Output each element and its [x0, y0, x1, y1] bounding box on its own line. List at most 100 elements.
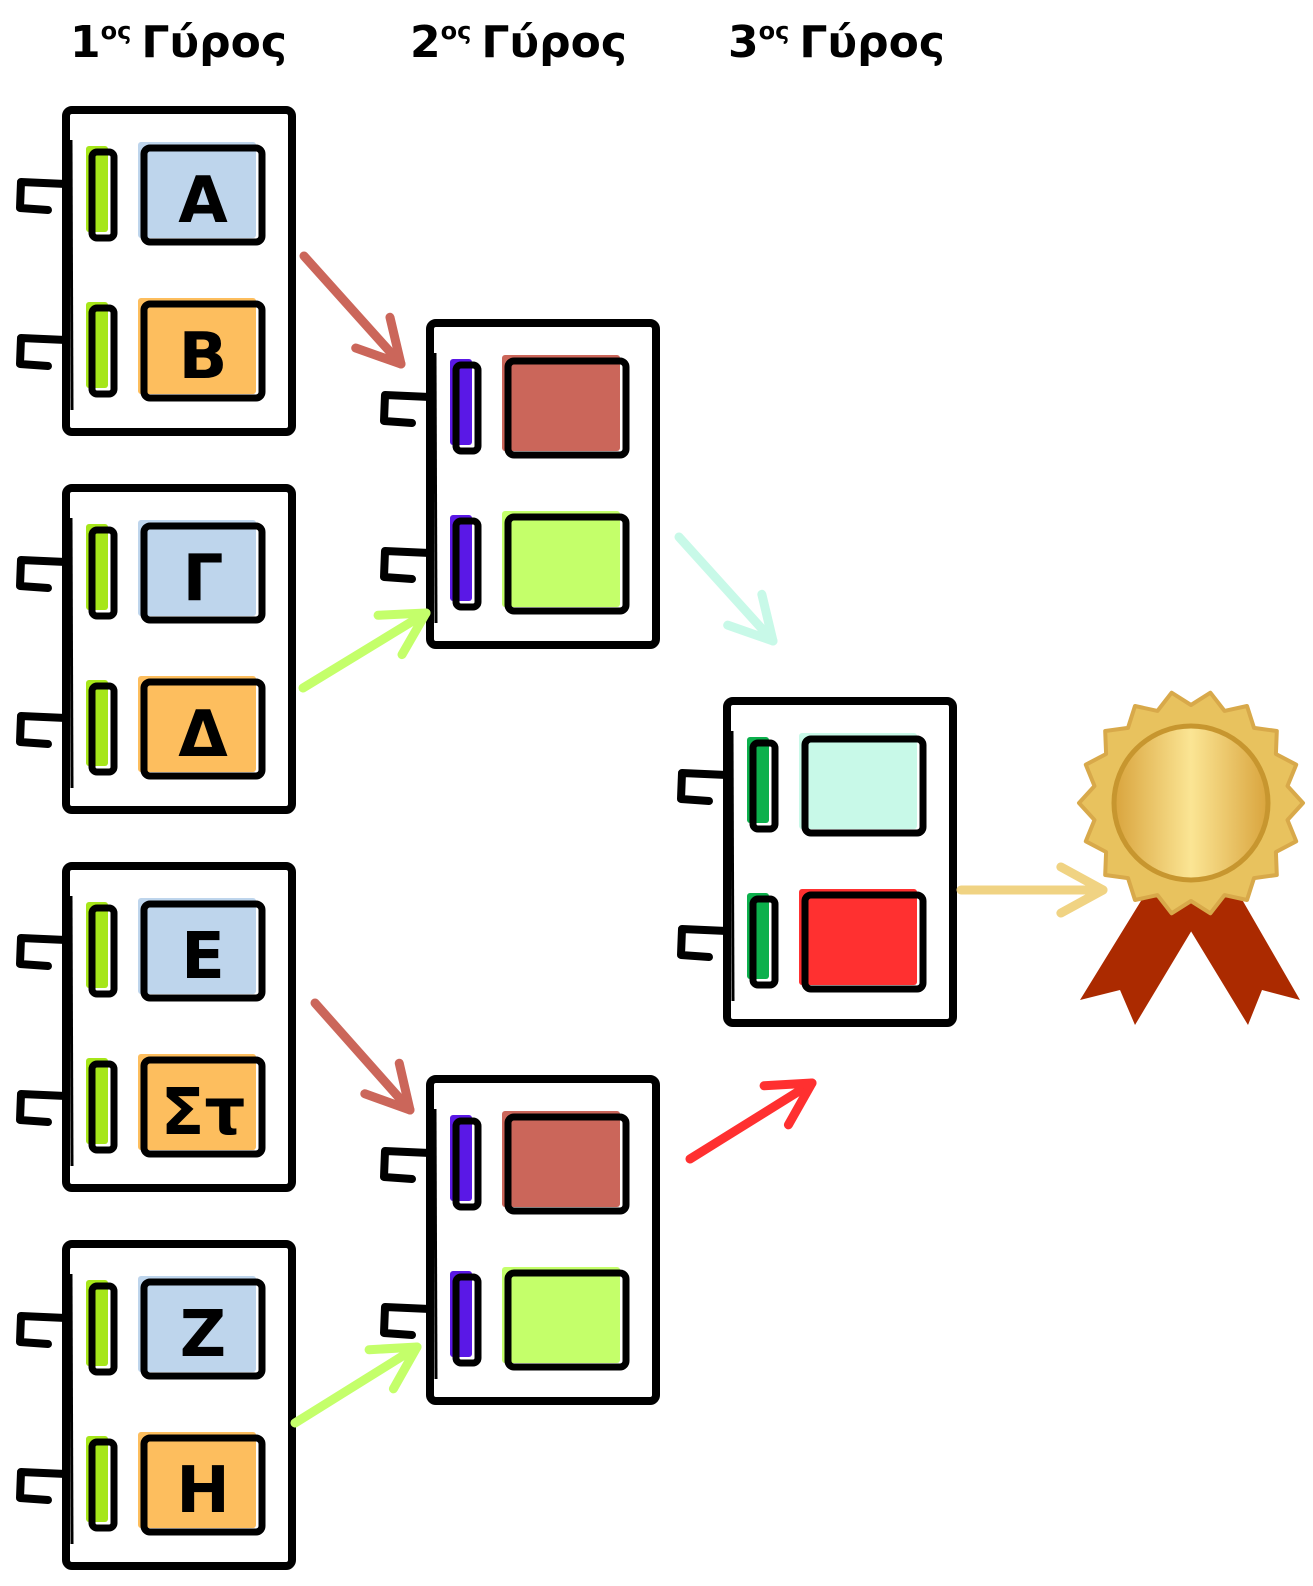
match-slot: Α — [16, 142, 266, 246]
round-2-suffix: ος — [441, 17, 472, 45]
slot-box-fill — [502, 511, 620, 607]
round-1-word: Γύρος — [141, 17, 287, 68]
slot-box-outline — [801, 891, 927, 993]
slot-tab-outline — [452, 1273, 482, 1367]
gold-medal-ribbon-icon — [1077, 690, 1305, 1025]
card-spine — [433, 1108, 438, 1380]
slot-hook — [380, 391, 434, 427]
team-label: Δ — [178, 698, 228, 772]
slot-hook — [380, 1147, 434, 1183]
slot-hook — [16, 334, 70, 370]
round-2-header: 2ος Γύρος — [410, 17, 627, 68]
slot-box-outline — [140, 1056, 266, 1158]
round-2-word: Γύρος — [481, 17, 627, 68]
slot-box-fill — [138, 1054, 256, 1150]
slot-box-outline — [504, 357, 630, 459]
slot-box-outline — [140, 678, 266, 780]
slot-tab-outline — [88, 1060, 118, 1154]
slot-box-fill — [138, 298, 256, 394]
slot-hook — [16, 1468, 70, 1504]
slot-tab-outline — [88, 1282, 118, 1376]
match-slot: Γ — [16, 520, 266, 624]
slot-box-outline — [140, 900, 266, 1002]
slot-box-fill — [502, 355, 620, 451]
slot-tab-outline — [749, 739, 779, 833]
slot-box-outline — [140, 300, 266, 402]
team-label: Α — [178, 164, 228, 238]
slot-tab-outline — [88, 904, 118, 998]
slot-hook — [16, 1090, 70, 1126]
slot-box-fill — [138, 898, 256, 994]
slot-box-fill — [502, 1111, 620, 1207]
slot-tab-outline — [88, 1438, 118, 1532]
match-slot: Στ — [16, 1054, 266, 1158]
slot-tab-outline — [88, 682, 118, 776]
card-spine — [69, 895, 74, 1167]
round-2-match-2 — [380, 1075, 660, 1405]
round-1-suffix: ος — [101, 17, 132, 45]
arrow-r1m1-to-r2 — [299, 251, 406, 369]
arrow-r1m2-to-r2 — [298, 608, 431, 693]
card-spine — [69, 1273, 74, 1545]
round-2-matches — [380, 319, 660, 1405]
card-spine — [433, 352, 438, 624]
slot-box-outline — [140, 1434, 266, 1536]
round-3-number: 3 — [728, 17, 759, 68]
arrow-r1m3-to-r2 — [310, 998, 415, 1115]
arrow-r1m4-to-r2 — [290, 1342, 422, 1428]
match-slot — [380, 1267, 630, 1371]
arrow-final-to-prize — [956, 862, 1108, 918]
round-1-match-1: ΑΒ — [16, 106, 296, 436]
slot-tab-outline — [452, 361, 482, 455]
match-slot: Ε — [16, 898, 266, 1002]
slot-box-fill — [138, 142, 256, 238]
slot-hook — [677, 769, 731, 805]
slot-hook — [16, 1312, 70, 1348]
slot-box-outline — [140, 144, 266, 246]
slot-box-outline — [504, 1113, 630, 1215]
match-slot: Η — [16, 1432, 266, 1536]
slot-box-outline — [504, 1269, 630, 1371]
slot-hook — [16, 934, 70, 970]
round-1-match-2: ΓΔ — [16, 484, 296, 814]
slot-hook — [380, 1303, 434, 1339]
slot-box-fill — [138, 1432, 256, 1528]
slot-tab-outline — [88, 526, 118, 620]
match-slot — [380, 355, 630, 459]
round-2-number: 2 — [410, 17, 441, 68]
card-spine — [730, 730, 735, 1002]
arrow-r2m2-to-r3 — [685, 1078, 817, 1164]
match-slot — [677, 889, 927, 993]
round-3-matches — [677, 697, 957, 1027]
slot-box-fill — [502, 1267, 620, 1363]
card-spine — [69, 139, 74, 411]
slot-hook — [677, 925, 731, 961]
slot-box-outline — [504, 513, 630, 615]
slot-box-outline — [801, 735, 927, 837]
slot-tab-outline — [88, 148, 118, 242]
slot-hook — [380, 547, 434, 583]
team-label: Η — [176, 1454, 230, 1528]
bracket-arrows — [290, 251, 1108, 1428]
match-slot — [380, 1111, 630, 1215]
slot-box-fill — [799, 733, 917, 829]
team-label: Γ — [183, 542, 224, 616]
slot-hook — [16, 556, 70, 592]
round-1-number: 1 — [70, 17, 101, 68]
slot-box-outline — [140, 1278, 266, 1380]
round-1-header: 1ος Γύρος — [70, 17, 287, 68]
medal-face — [1111, 723, 1271, 883]
match-slot: Ζ — [16, 1276, 266, 1380]
round-2-match-1 — [380, 319, 660, 649]
slot-box-fill — [799, 889, 917, 985]
round-3-match-1 — [677, 697, 957, 1027]
round-1-match-3: Ε Στ — [16, 862, 296, 1192]
team-label: Ε — [181, 920, 225, 994]
round-3-word: Γύρος — [799, 17, 945, 68]
slot-box-fill — [138, 520, 256, 616]
round-1-match-4: ΖΗ — [16, 1240, 296, 1570]
